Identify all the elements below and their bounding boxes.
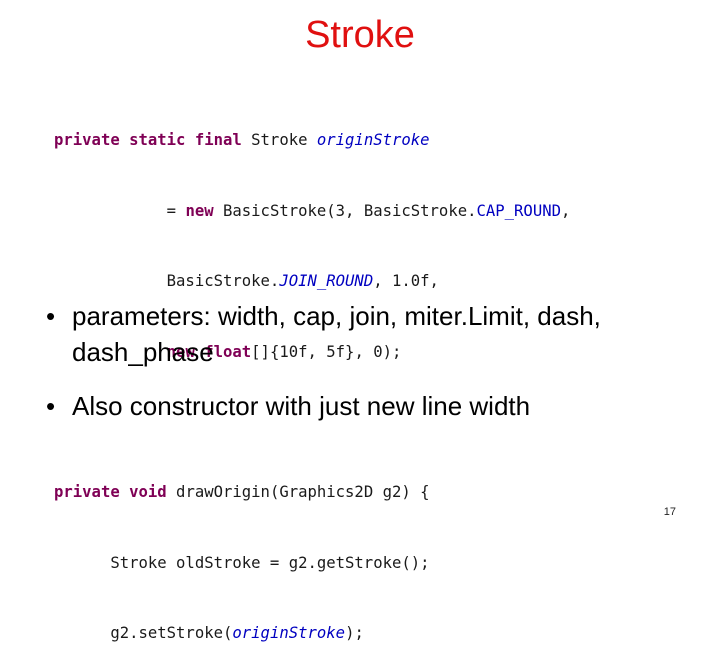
code-text: BasicStroke(3, BasicStroke. (213, 201, 477, 220)
code-keyword: private static final (54, 131, 242, 149)
code-line-1: private static final Stroke originStroke (54, 129, 570, 153)
code-text: g2.setStroke( (54, 624, 233, 642)
bullet-text: Also constructor with just new line widt… (72, 391, 531, 421)
code-field: originStroke (316, 131, 430, 149)
bullet-item: • Also constructor with just new line wi… (46, 388, 696, 424)
code-text: , 1.0f, (373, 272, 439, 290)
code-text: []{10f, 5f}, 0); (251, 342, 402, 361)
slide-title: Stroke (305, 14, 415, 56)
code-line-3: BasicStroke.JOIN_ROUND, 1.0f, (54, 270, 570, 294)
code-line-6: Stroke oldStroke = g2.getStroke(); (54, 552, 570, 576)
code-keyword: private void (54, 483, 167, 501)
bullet-marker: • (46, 391, 56, 421)
code-text: , (560, 201, 571, 220)
code-text: = (54, 201, 186, 220)
code-field: originStroke (232, 624, 346, 642)
code-text: drawOrigin(Graphics2D g2) { (166, 483, 430, 501)
page-number: 17 (663, 506, 676, 518)
code-keyword: new float (166, 342, 252, 361)
bullet-list: • parameters: width, cap, join, miter.Li… (46, 298, 696, 442)
code-text: Stroke oldStroke = g2.getStroke(); (54, 553, 430, 572)
bullet-item: • parameters: width, cap, join, miter.Li… (46, 298, 696, 370)
bullet-text: parameters: width, cap, join, miter.Limi… (72, 301, 601, 367)
code-keyword: new (185, 201, 214, 220)
code-field: JOIN_ROUND (279, 272, 374, 290)
code-text: BasicStroke. (54, 272, 280, 290)
code-text: Stroke (241, 131, 317, 149)
bullet-marker: • (46, 301, 56, 331)
code-line-7: g2.setStroke(originStroke); (54, 622, 570, 646)
code-line-4: new float[]{10f, 5f}, 0); (54, 341, 570, 365)
code-text: ); (345, 624, 364, 642)
code-line-2: = new BasicStroke(3, BasicStroke.CAP_ROU… (54, 200, 571, 224)
code-field: CAP_ROUND (476, 201, 561, 220)
code-line-5: private void drawOrigin(Graphics2D g2) { (54, 481, 570, 505)
